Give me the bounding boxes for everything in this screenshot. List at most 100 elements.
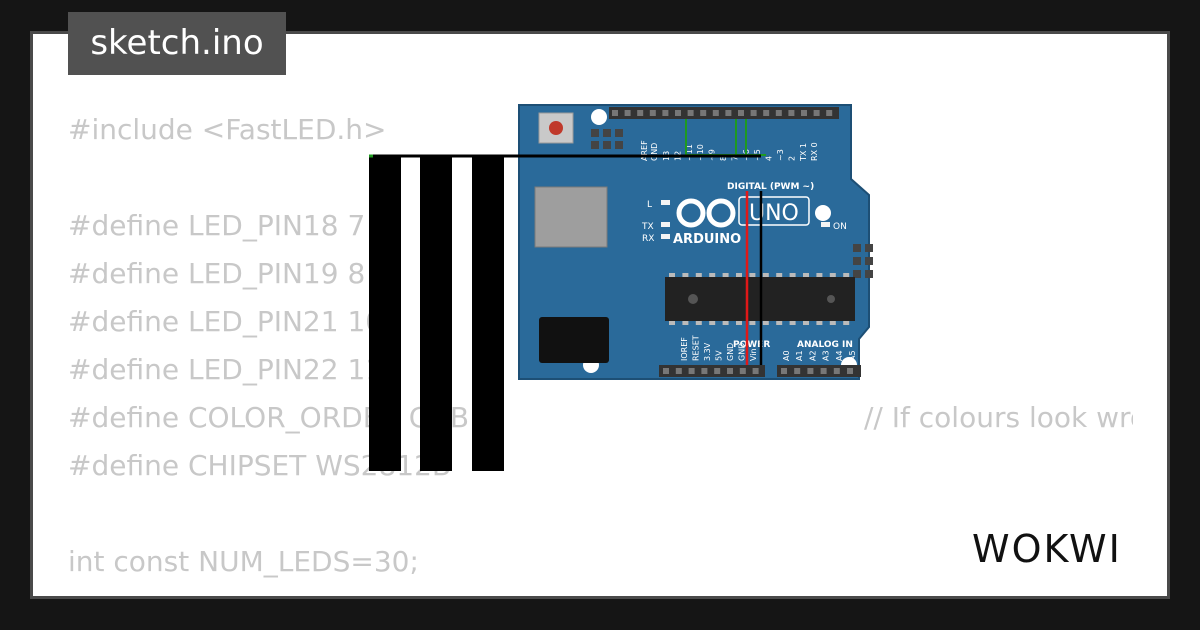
chip-pin xyxy=(682,321,689,325)
pin-hole[interactable] xyxy=(687,110,694,116)
power-pin-label: 3.3V xyxy=(703,342,712,361)
pin-hole[interactable] xyxy=(807,368,814,374)
led-strip-1[interactable] xyxy=(369,155,401,471)
pin-hole[interactable] xyxy=(752,368,759,374)
pin-hole[interactable] xyxy=(700,110,707,116)
wokwi-logo: WOKWI xyxy=(972,527,1120,571)
pin-hole[interactable] xyxy=(649,110,656,116)
power-label: POWER xyxy=(733,340,770,350)
chip-pin xyxy=(789,321,796,325)
chip-pin xyxy=(776,273,783,277)
analog-pin-label: A1 xyxy=(795,350,804,361)
power-pin-label: RESET xyxy=(692,335,701,361)
power-jack xyxy=(539,317,609,363)
digital-pin-label: 4 xyxy=(765,156,774,161)
chip-dot xyxy=(827,295,835,303)
pin-hole[interactable] xyxy=(781,368,787,374)
aref-label: AREF xyxy=(640,140,649,161)
digital-pin-label: ~3 xyxy=(776,149,785,161)
pin-hole[interactable] xyxy=(788,110,795,116)
pin-hole[interactable] xyxy=(833,368,840,374)
pin-hole[interactable] xyxy=(739,368,746,374)
pin-hole[interactable] xyxy=(675,368,682,374)
led-on-label: ON xyxy=(833,222,847,232)
digital-pin-label: ~10 xyxy=(696,144,705,161)
pin-hole[interactable] xyxy=(826,110,833,116)
chip-pin xyxy=(789,273,796,277)
pin-hole[interactable] xyxy=(738,110,744,116)
led-l xyxy=(661,200,670,205)
icsp-header-right xyxy=(853,244,873,278)
chip-pin xyxy=(749,273,756,277)
power-pin-label: GND xyxy=(738,343,747,361)
pin-hole[interactable] xyxy=(801,110,807,116)
pin-hole[interactable] xyxy=(725,110,732,116)
ground-bus-wire[interactable] xyxy=(369,152,769,162)
pin-hole[interactable] xyxy=(662,110,669,116)
code-line: #define LED_PIN22 11 xyxy=(68,353,384,386)
led-tx-label: TX xyxy=(641,222,654,232)
pin-hole[interactable] xyxy=(714,368,721,374)
arduino-brand: ARDUINO xyxy=(673,232,741,247)
led-strips xyxy=(369,155,539,475)
chip-pin xyxy=(803,273,809,277)
file-tab[interactable]: sketch.ino xyxy=(68,12,286,75)
pin-hole[interactable] xyxy=(847,368,853,374)
pin-hole[interactable] xyxy=(712,110,719,116)
digital-pin-label: 8 xyxy=(719,156,728,161)
led-tx xyxy=(661,222,670,227)
chip-pin xyxy=(722,321,729,325)
code-line: #define LED_PIN19 8 xyxy=(68,257,366,290)
chip-pin xyxy=(843,273,850,277)
analog-pin-label: A2 xyxy=(808,350,817,361)
led-strip-3[interactable] xyxy=(472,155,504,471)
analog-label: ANALOG IN xyxy=(797,340,853,350)
digital-pin-label: 7 xyxy=(730,156,739,161)
chip-pin xyxy=(695,321,702,325)
led-strip-2[interactable] xyxy=(420,155,452,471)
pin-hole[interactable] xyxy=(675,110,681,116)
pin-hole[interactable] xyxy=(763,110,770,116)
chip-pin xyxy=(669,321,675,325)
pin-hole[interactable] xyxy=(727,368,733,374)
pin-hole[interactable] xyxy=(750,110,757,116)
chip-pin xyxy=(682,273,689,277)
uno-label: UNO xyxy=(749,201,799,226)
chip-pin xyxy=(829,321,836,325)
analog-pin-label: A4 xyxy=(835,350,844,361)
usb-port xyxy=(534,186,608,248)
bottom-pin-holes xyxy=(663,368,853,374)
chip-pin xyxy=(722,273,729,277)
pin-hole[interactable] xyxy=(794,368,801,374)
power-header xyxy=(659,365,765,377)
chip-pin xyxy=(816,321,823,325)
power-pin-label: 5V xyxy=(715,350,724,361)
digital-pin-holes xyxy=(612,110,833,116)
pin-hole[interactable] xyxy=(663,368,669,374)
analog-pin-label: A3 xyxy=(822,350,831,361)
pin-hole[interactable] xyxy=(612,110,618,116)
pin-hole[interactable] xyxy=(820,368,827,374)
led-l-label: L xyxy=(647,200,652,210)
chip-pin xyxy=(736,273,742,277)
pin-hole[interactable] xyxy=(701,368,708,374)
chip-pin xyxy=(669,273,675,277)
digital-label: DIGITAL (PWM ~) xyxy=(727,182,814,192)
pin-hole[interactable] xyxy=(775,110,782,116)
chip-pins xyxy=(669,273,850,325)
led-rx xyxy=(661,234,670,239)
reset-button-cap[interactable] xyxy=(549,121,563,135)
mount-hole xyxy=(815,205,831,221)
pin-hole[interactable] xyxy=(813,110,820,116)
digital-pin-label: ~11 xyxy=(685,144,694,161)
pin-hole[interactable] xyxy=(688,368,695,374)
code-line: #define LED_PIN18 7 xyxy=(68,209,366,242)
pin-hole[interactable] xyxy=(637,110,644,116)
led-on xyxy=(821,222,830,227)
pin-hole[interactable] xyxy=(624,110,631,116)
uno-badge xyxy=(738,196,810,226)
chip-pin xyxy=(816,273,823,277)
power-pin-label: IOREF xyxy=(680,337,689,361)
